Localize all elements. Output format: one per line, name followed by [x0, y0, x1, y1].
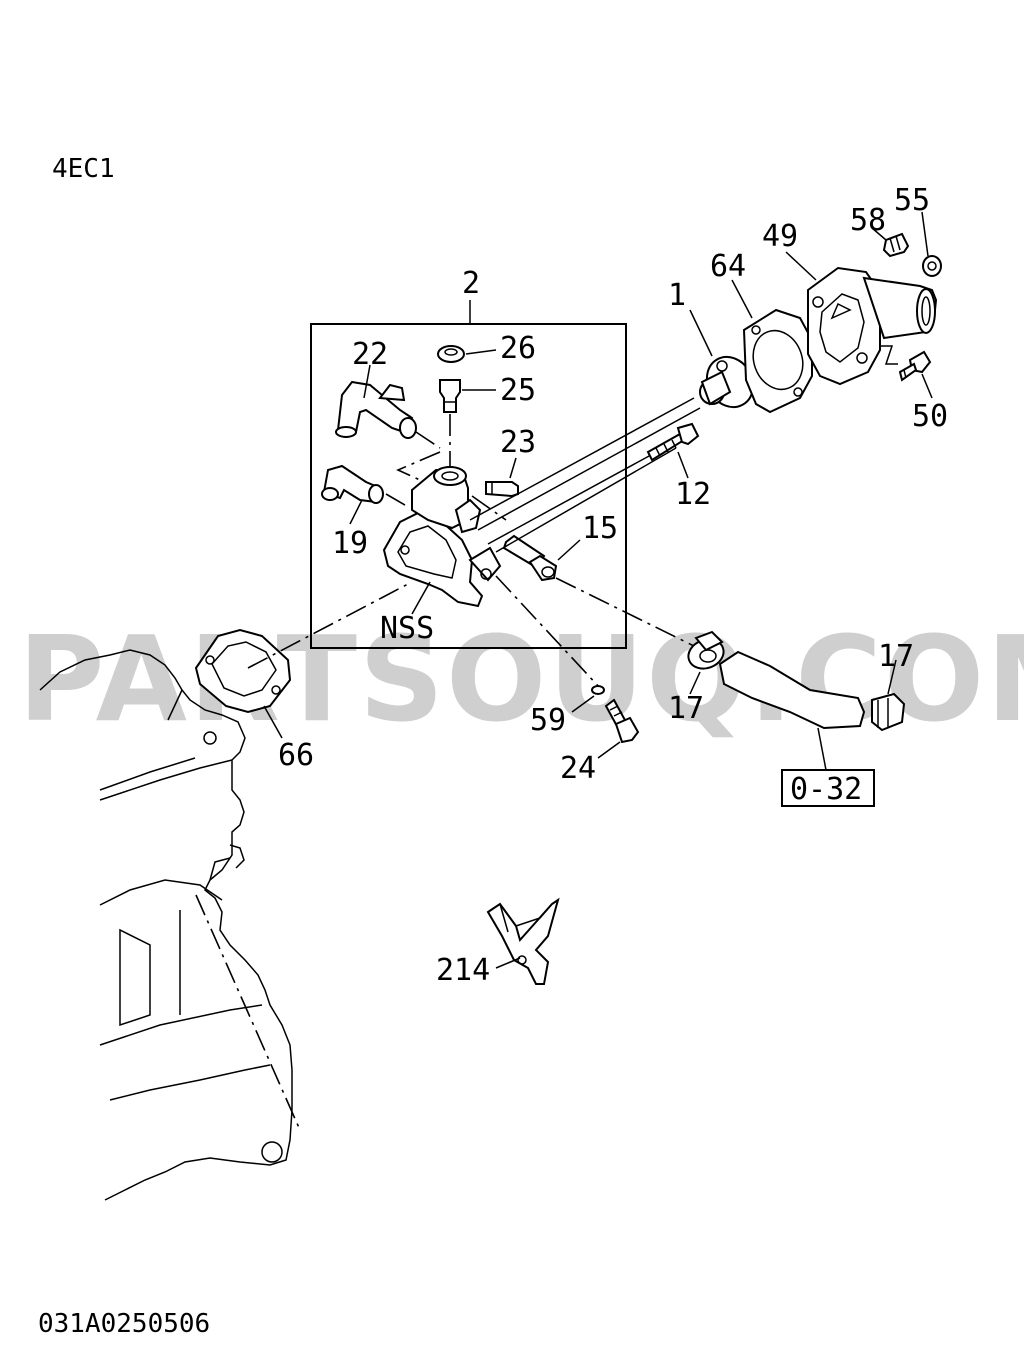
callout-49: 49 — [762, 219, 798, 254]
washer-part-26 — [437, 345, 497, 363]
outlet-housing-part-49 — [785, 251, 938, 386]
drawing-number: 031A0250506 — [38, 1309, 210, 1339]
gasket-part-66 — [194, 628, 292, 739]
hose-part-19 — [321, 464, 411, 525]
engine-code: 4EC1 — [52, 154, 115, 184]
callout-15: 15 — [582, 511, 618, 546]
callout-17-right: 17 — [878, 639, 914, 674]
plug-part-58 — [871, 227, 910, 258]
callout-64: 64 — [710, 249, 746, 284]
callout-59: 59 — [530, 703, 566, 738]
bolt-part-12 — [646, 422, 700, 479]
pipe-part-22 — [335, 364, 441, 481]
callout-2: 2 — [462, 266, 480, 301]
callout-1: 1 — [668, 278, 686, 313]
bracket-part-214 — [486, 897, 560, 985]
callout-66: 66 — [278, 738, 314, 773]
subassembly-box — [310, 323, 627, 649]
callout-214: 214 — [436, 953, 490, 988]
sensor-part-24 — [597, 698, 640, 759]
thermostat-part-1 — [689, 309, 755, 409]
callout-58: 58 — [850, 203, 886, 238]
callout-19: 19 — [332, 526, 368, 561]
engine-block — [39, 649, 301, 1201]
reference-label: 0-32 — [790, 772, 862, 807]
reference-box — [781, 769, 875, 807]
gasket-part-64 — [731, 279, 813, 414]
watermark: PARTSOUQ.COM — [18, 610, 1024, 748]
callout-12: 12 — [675, 477, 711, 512]
hose-ref-0-32 — [718, 650, 866, 771]
callout-24: 24 — [560, 751, 596, 786]
washer-part-59 — [571, 685, 605, 713]
stud-part-15 — [502, 534, 581, 582]
callout-17-left: 17 — [668, 691, 704, 726]
pin-part-23 — [485, 457, 519, 498]
callout-55: 55 — [894, 183, 930, 218]
callout-25: 25 — [500, 373, 536, 408]
bolt-part-50 — [898, 350, 933, 399]
callout-26: 26 — [500, 331, 536, 366]
clamp-part-17-right — [871, 659, 906, 732]
washer-part-55 — [921, 211, 942, 277]
callout-23: 23 — [500, 425, 536, 460]
thermostat-housing-nss — [382, 466, 502, 615]
clamp-part-17-left — [687, 630, 725, 695]
callout-50: 50 — [912, 399, 948, 434]
callout-nss: NSS — [380, 611, 434, 646]
plug-part-25 — [439, 379, 496, 470]
callout-22: 22 — [352, 337, 388, 372]
